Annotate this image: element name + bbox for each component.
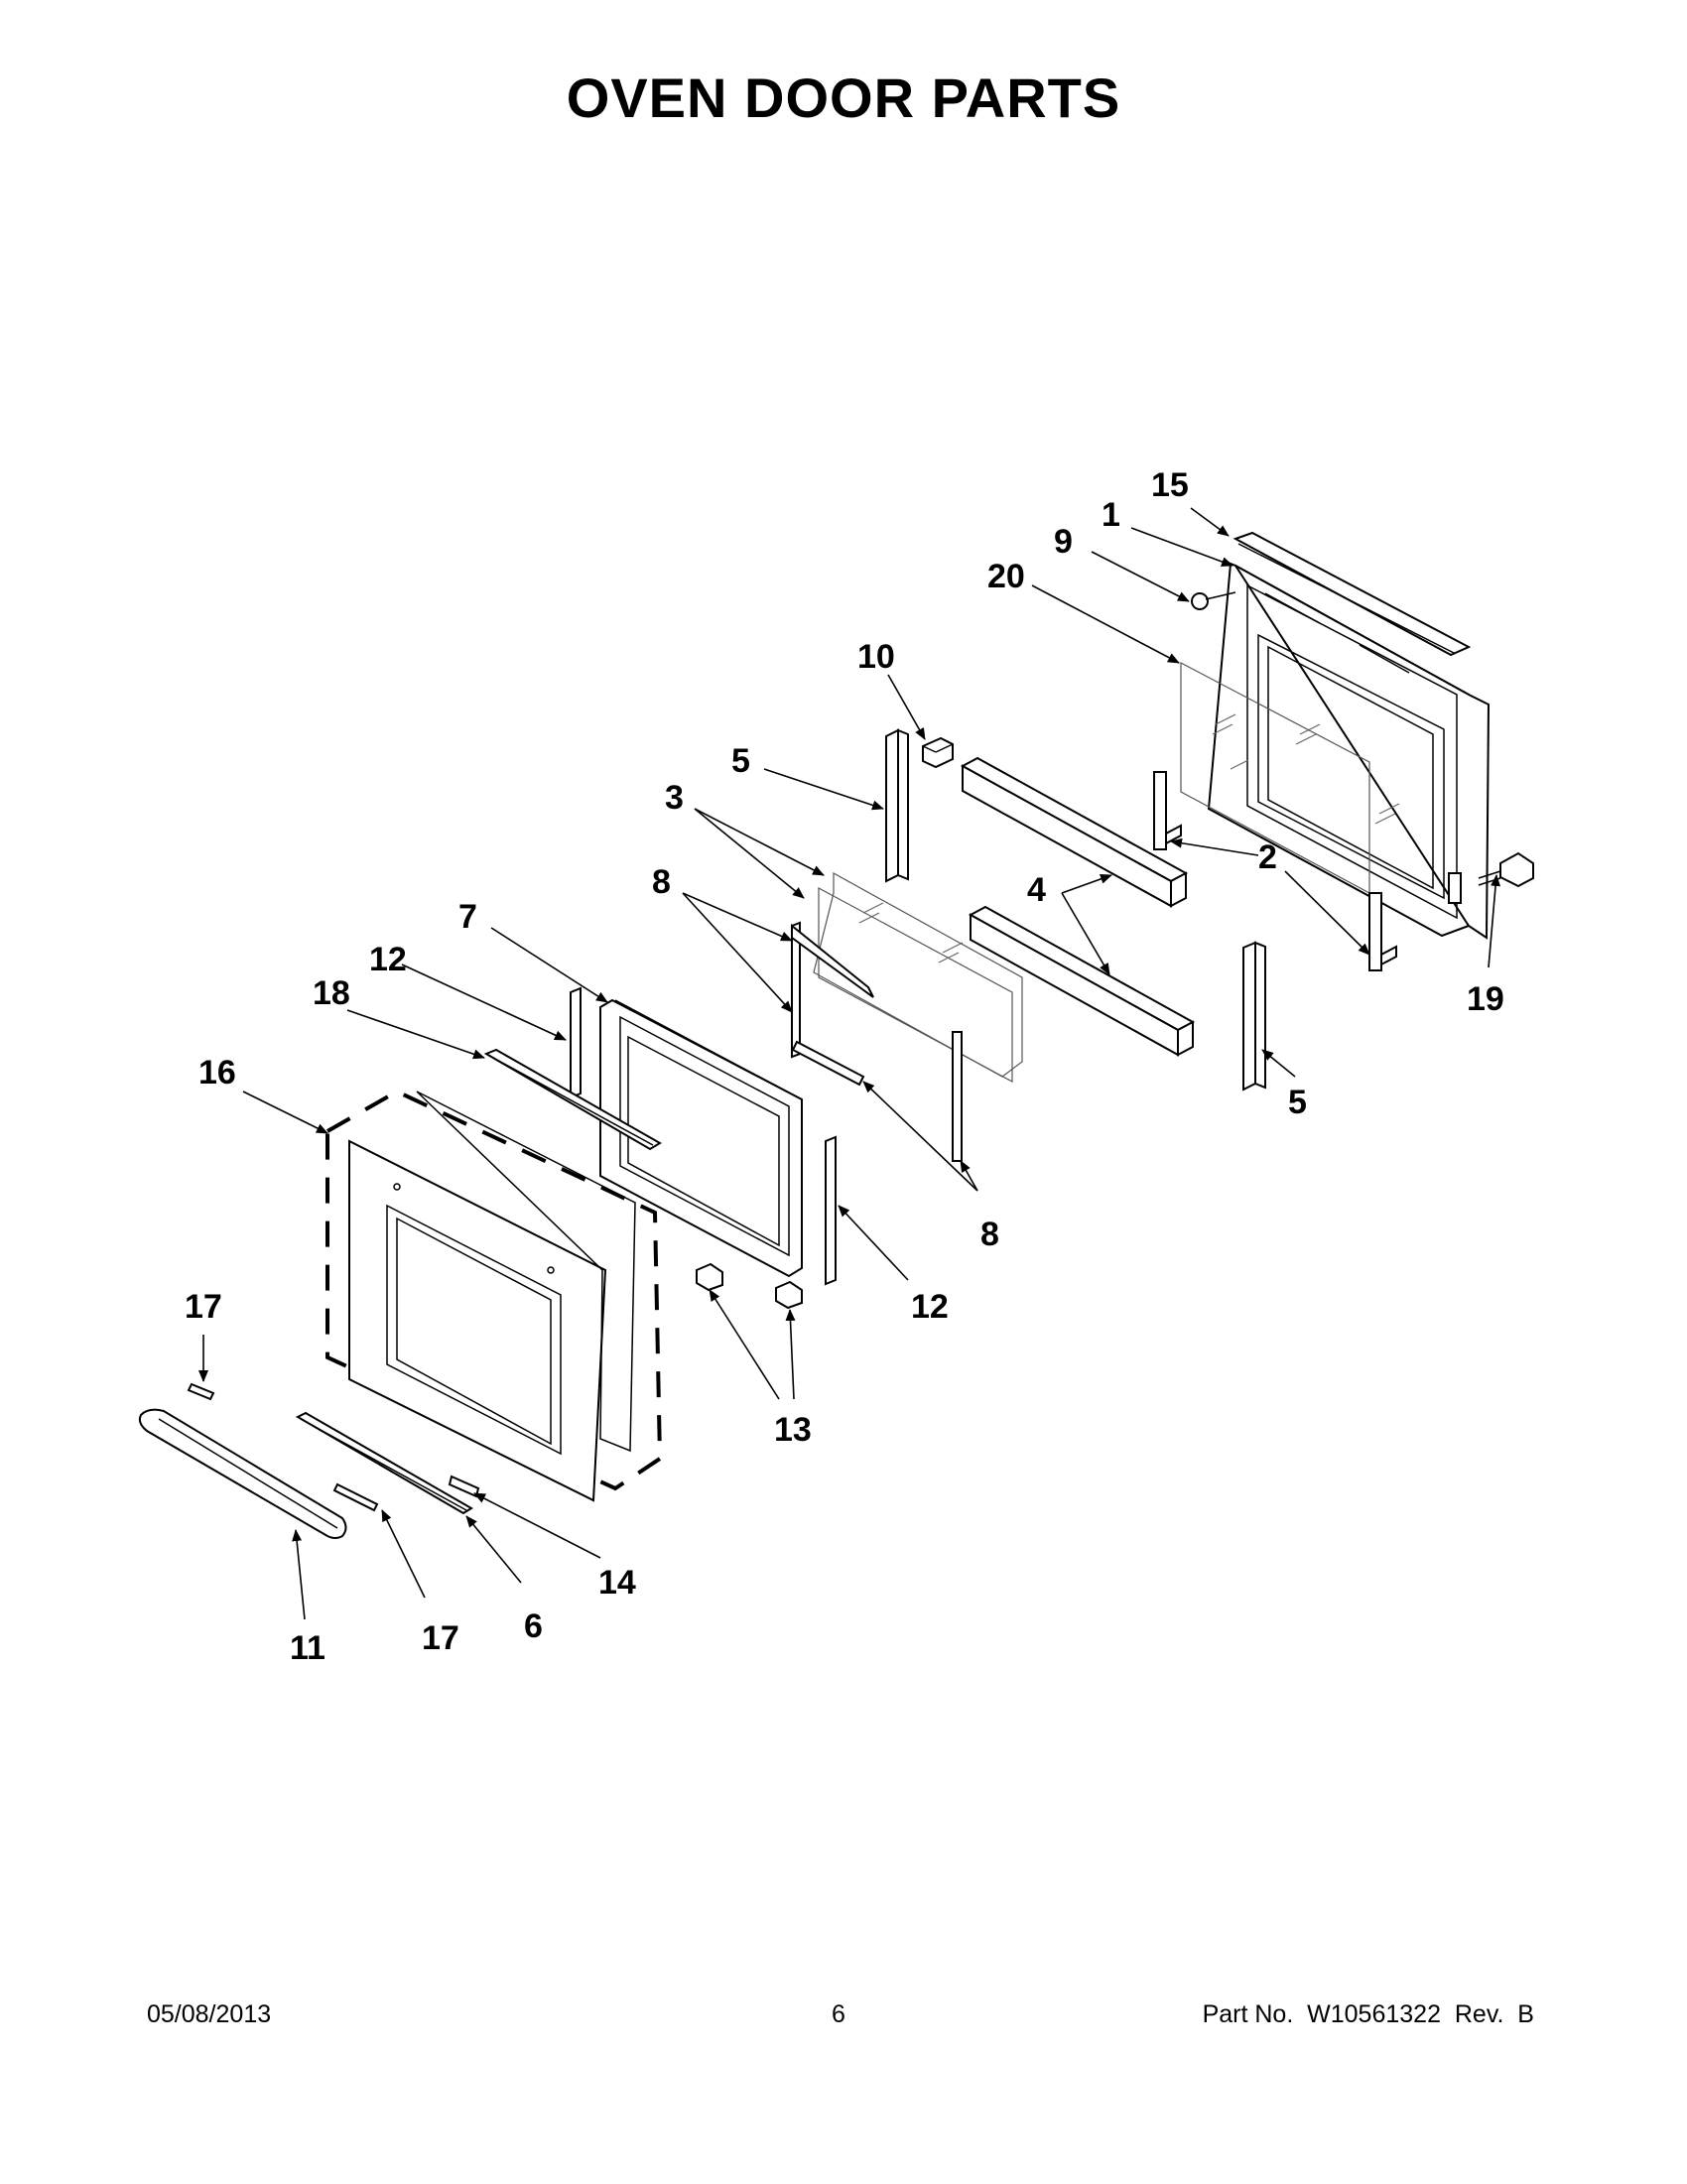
callout-17-right: 17 bbox=[422, 1619, 459, 1657]
part-16-outer-door-assembly bbox=[325, 1089, 663, 1502]
callout-20: 20 bbox=[987, 558, 1025, 595]
callout-1: 1 bbox=[1102, 496, 1120, 534]
callout-18: 18 bbox=[313, 974, 350, 1012]
callout-3: 3 bbox=[665, 779, 684, 817]
callout-8-lower: 8 bbox=[980, 1216, 999, 1253]
footer-page-number: 6 bbox=[832, 2000, 845, 2028]
callout-6: 6 bbox=[524, 1607, 543, 1645]
part-7-inner-liner bbox=[599, 998, 803, 1278]
part-2-hinge-upper bbox=[1153, 771, 1182, 850]
part-18-vent-strip bbox=[483, 1048, 662, 1151]
part-1-door-frame bbox=[1207, 562, 1491, 940]
callout-11: 11 bbox=[290, 1629, 325, 1667]
part-8-retainer-set bbox=[791, 921, 963, 1162]
leader-lines bbox=[198, 507, 1501, 1620]
part-17-end-cap-left bbox=[187, 1382, 215, 1401]
callout-2: 2 bbox=[1258, 838, 1277, 876]
page-title: OVEN DOOR PARTS bbox=[566, 66, 1121, 129]
callout-12-lower: 12 bbox=[911, 1288, 949, 1326]
callout-14: 14 bbox=[598, 1564, 636, 1602]
part-15-top-trim bbox=[1233, 531, 1472, 657]
callout-7: 7 bbox=[458, 898, 477, 936]
callout-5-upper: 5 bbox=[731, 742, 750, 780]
footer-part-number: Part No. W10561322 Rev. B bbox=[1202, 2000, 1534, 2028]
part-12-side-trim-right bbox=[825, 1135, 837, 1286]
part-5-bracket-lower bbox=[1242, 941, 1266, 1092]
callout-9: 9 bbox=[1054, 523, 1073, 561]
callout-5-lower: 5 bbox=[1288, 1084, 1307, 1121]
part-17-end-cap-right bbox=[332, 1482, 379, 1512]
callout-13: 13 bbox=[774, 1411, 812, 1449]
callout-4: 4 bbox=[1027, 871, 1046, 909]
part-4-channel-upper bbox=[960, 756, 1189, 908]
part-10-bumper bbox=[922, 736, 954, 769]
callout-labels: 15 1 9 20 10 5 3 2 4 8 7 12 18 16 19 5 8… bbox=[185, 466, 1504, 1667]
part-13-screws bbox=[696, 1262, 803, 1310]
callout-10: 10 bbox=[857, 638, 895, 676]
part-4-channel-lower bbox=[968, 905, 1196, 1057]
footer-date: 05/08/2013 bbox=[147, 2000, 272, 2028]
callout-17-left: 17 bbox=[185, 1288, 222, 1326]
callout-8-upper: 8 bbox=[652, 863, 671, 901]
part-2-hinge-lower bbox=[1368, 892, 1397, 971]
part-9-screw bbox=[1191, 591, 1236, 610]
callout-12-upper: 12 bbox=[369, 941, 407, 978]
part-5-bracket-upper bbox=[885, 728, 909, 883]
part-6-lower-trim bbox=[295, 1411, 473, 1515]
part-12-side-trim-left bbox=[570, 986, 582, 1099]
callout-15: 15 bbox=[1151, 466, 1189, 504]
part-11-handle bbox=[138, 1408, 347, 1539]
callout-16: 16 bbox=[198, 1054, 236, 1092]
part-14-clip bbox=[448, 1475, 480, 1498]
callout-19: 19 bbox=[1467, 980, 1504, 1018]
